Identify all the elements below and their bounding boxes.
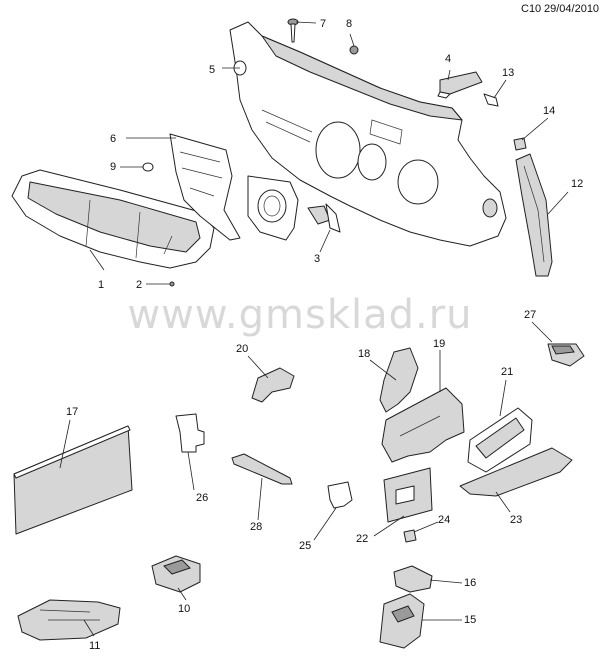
callout-28: 28 <box>250 521 263 533</box>
callout-18: 18 <box>358 348 371 360</box>
part-6-bracket <box>169 133 241 241</box>
callout-13: 13 <box>502 67 515 79</box>
callout-23: 23 <box>510 514 523 526</box>
callout-2: 2 <box>136 279 143 291</box>
part-16-block <box>393 565 433 593</box>
part-20-bracket <box>251 367 295 403</box>
part-11-duct <box>17 599 121 641</box>
callout-3: 3 <box>314 253 321 265</box>
callout-12: 12 <box>571 178 584 190</box>
part-24-block <box>403 529 417 543</box>
leader-lines <box>59 21 569 637</box>
callout-16: 16 <box>464 577 477 589</box>
callout-9: 9 <box>110 161 117 173</box>
callout-1: 1 <box>98 279 105 291</box>
callout-8: 8 <box>346 18 353 30</box>
callout-22: 22 <box>356 533 369 545</box>
callout-19: 19 <box>433 338 446 350</box>
part-27-block <box>547 343 585 367</box>
callout-14: 14 <box>543 105 556 117</box>
callout-15: 15 <box>464 614 477 626</box>
part-2-screw <box>169 281 175 287</box>
part-17-pad <box>13 425 133 535</box>
diagram-date: 29/04/2010 <box>544 3 600 15</box>
part-9-clip <box>142 162 154 172</box>
part-10-block <box>151 555 201 593</box>
part-7-screw <box>287 18 299 43</box>
part-5-dash-panel <box>229 21 507 247</box>
part-23-panel <box>459 447 573 497</box>
callout-7: 7 <box>320 18 327 30</box>
callout-21: 21 <box>501 366 514 378</box>
part-13-clip <box>483 93 499 107</box>
callout-4: 4 <box>445 53 452 65</box>
part-28-strip <box>231 453 293 485</box>
part-14-block <box>513 137 527 151</box>
part-25-pad <box>327 481 353 509</box>
callout-10: 10 <box>178 603 191 615</box>
callout-17: 17 <box>66 406 79 418</box>
part-blower-housing <box>247 175 299 241</box>
diagram-code: C10 <box>521 3 542 15</box>
callout-20: 20 <box>236 343 249 355</box>
callout-26: 26 <box>196 492 209 504</box>
callout-5: 5 <box>209 64 216 76</box>
callout-24: 24 <box>438 514 451 526</box>
part-8-nut <box>349 45 359 55</box>
part-3-pad <box>307 203 341 233</box>
watermark: www.gmsklad.ru <box>127 292 473 338</box>
part-18-pad <box>379 347 419 413</box>
part-26-pad <box>175 413 205 453</box>
part-12-side-pad <box>515 153 553 277</box>
callout-11: 11 <box>89 640 101 652</box>
part-22-pad <box>383 467 433 523</box>
callout-25: 25 <box>299 540 312 552</box>
callout-27: 27 <box>524 309 537 321</box>
part-19-panel <box>381 387 465 463</box>
part-4-bracket <box>437 71 483 99</box>
part-1-insulator-pad <box>11 169 215 269</box>
part-15-block <box>379 593 425 649</box>
callout-6: 6 <box>110 133 117 145</box>
part-21-panel <box>467 407 533 473</box>
